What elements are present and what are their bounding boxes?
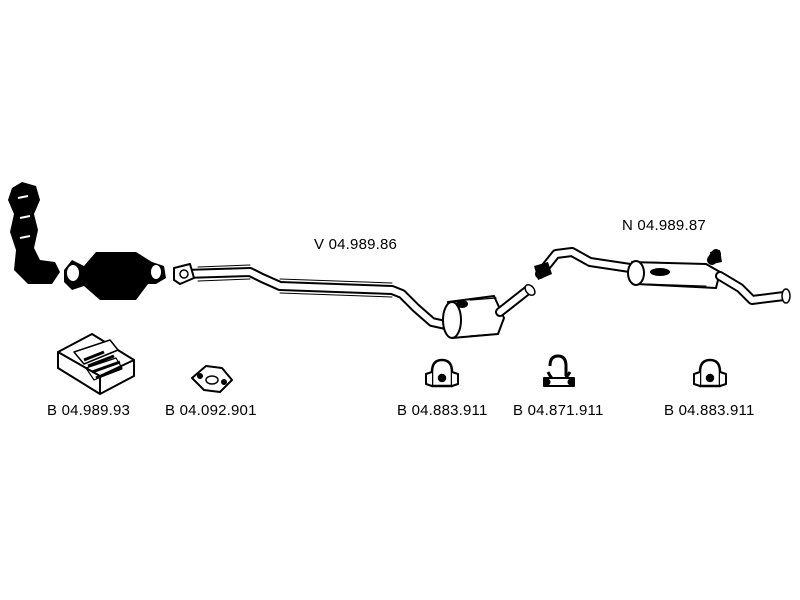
mounting-kit-label: B 04.989.93: [47, 402, 131, 419]
front-pipe-label: V 04.989.86: [314, 236, 398, 253]
mounting-kit: [57, 333, 135, 395]
rubber-hanger: [693, 358, 727, 388]
catalytic-converter: [64, 252, 166, 300]
rear-silencer-label: N 04.989.87: [622, 217, 706, 234]
rubber-hanger: [425, 358, 459, 388]
front-pipe: [173, 263, 536, 339]
clamp-label: B 04.871.911: [513, 402, 604, 419]
hanger-label: B 04.883.911: [397, 402, 488, 419]
gasket-label: B 04.092.901: [165, 402, 257, 419]
clamp: [543, 354, 575, 387]
rear-silencer: [534, 247, 791, 305]
gasket: [191, 365, 233, 393]
hanger-label: B 04.883.911: [664, 402, 755, 419]
exhaust-manifold: [8, 182, 60, 284]
